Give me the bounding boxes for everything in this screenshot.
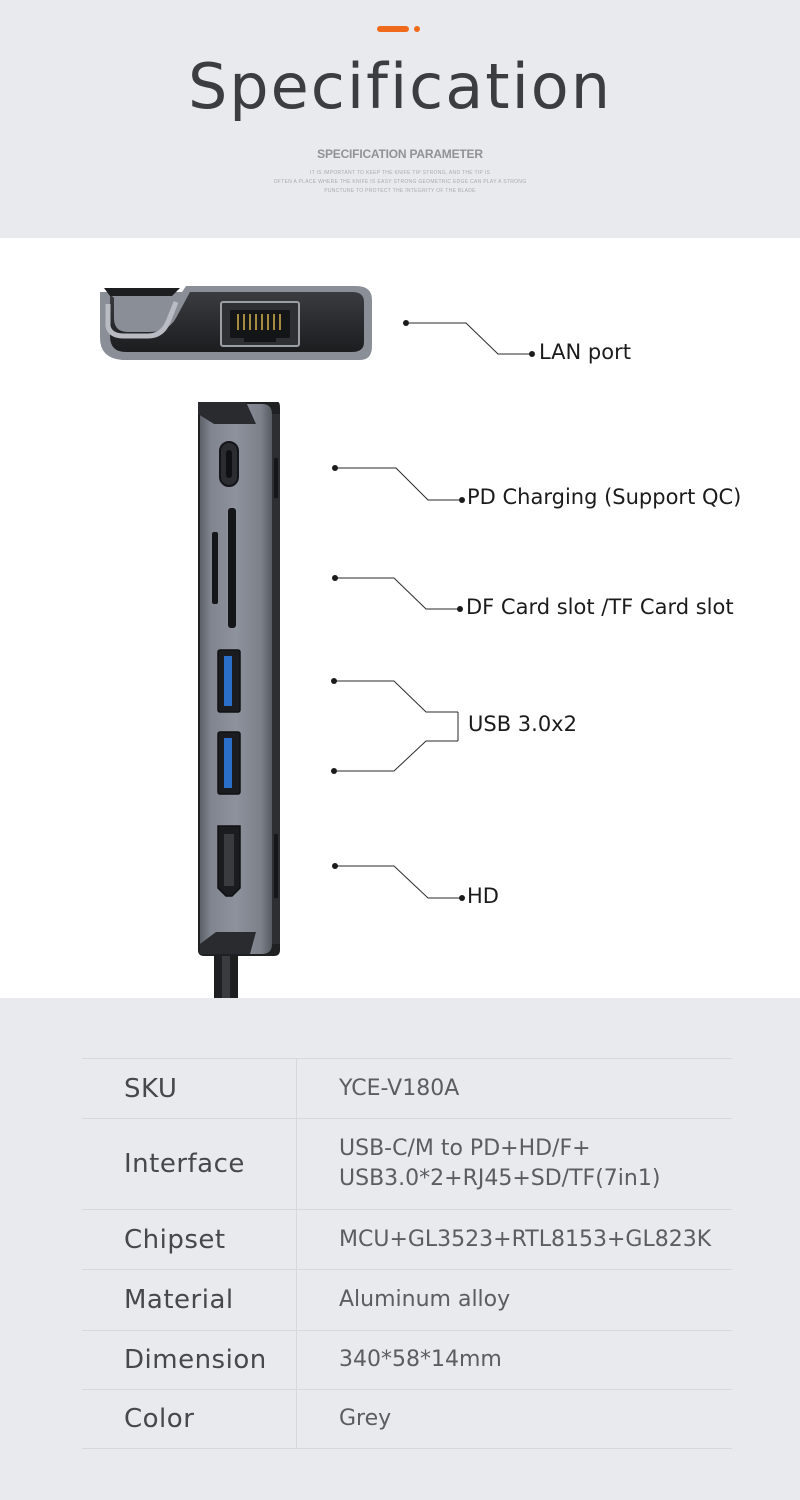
product-illustration-section: LAN port PD Charging (Support QC) DF Car… bbox=[0, 238, 800, 998]
leader-usb-2 bbox=[334, 740, 458, 772]
callout-usb: USB 3.0x2 bbox=[468, 712, 577, 736]
fine-print-line: PUNCTURE TO PROTECT THE INTEGRITY OF THE… bbox=[324, 188, 476, 194]
leader-hd bbox=[335, 865, 462, 899]
spec-value: Grey bbox=[339, 1406, 392, 1431]
hub-illustration bbox=[100, 286, 535, 998]
hub-side-view bbox=[198, 402, 280, 998]
spec-key: Interface bbox=[82, 1119, 297, 1209]
spec-row-chipset: Chipset MCU+GL3523+RTL8153+GL823K bbox=[82, 1209, 732, 1269]
spec-key: Color bbox=[82, 1390, 297, 1448]
spec-key: Dimension bbox=[82, 1331, 297, 1389]
callout-leaders bbox=[334, 322, 532, 899]
callout-dots bbox=[331, 320, 535, 901]
leader-pd bbox=[335, 467, 462, 501]
spec-value: YCE-V180A bbox=[339, 1075, 460, 1101]
accent-dot bbox=[414, 26, 420, 32]
header-section: Specification SPECIFICATION PARAMETER IT… bbox=[0, 0, 800, 238]
spec-key: SKU bbox=[82, 1059, 297, 1118]
leader-lan bbox=[406, 322, 532, 355]
spec-row-material: Material Aluminum alloy bbox=[82, 1269, 732, 1330]
spec-value: MCU+GL3523+RTL8153+GL823K bbox=[339, 1226, 712, 1252]
callout-hd: HD bbox=[467, 884, 499, 908]
hub-top-view bbox=[100, 286, 372, 360]
spec-value: USB-C/M to PD+HD/F+ USB3.0*2+RJ45+SD/TF(… bbox=[339, 1136, 661, 1191]
spec-row-interface: Interface USB-C/M to PD+HD/F+ USB3.0*2+R… bbox=[82, 1118, 732, 1209]
spec-value: Aluminum alloy bbox=[339, 1287, 511, 1312]
callout-pd-charging: PD Charging (Support QC) bbox=[467, 485, 742, 509]
fine-print-line: IT IS IMPORTANT TO KEEP THE KNIFE TIP ST… bbox=[309, 170, 491, 176]
page-title: Specification bbox=[187, 50, 613, 123]
spec-row-dimension: Dimension 340*58*14mm bbox=[82, 1330, 732, 1389]
fine-print-line: OFTEN A PLACE WHERE THE KNIFE IS EASY ST… bbox=[273, 179, 527, 185]
spec-key: Material bbox=[82, 1270, 297, 1330]
rj45-pins bbox=[237, 314, 281, 330]
spec-key: Chipset bbox=[82, 1210, 297, 1269]
spec-row-sku: SKU YCE-V180A bbox=[82, 1058, 732, 1118]
callout-card-slot: DF Card slot /TF Card slot bbox=[466, 595, 734, 619]
spec-table: SKU YCE-V180A Interface USB-C/M to PD+HD… bbox=[82, 1058, 732, 1449]
leader-card bbox=[335, 577, 460, 610]
accent-dash bbox=[377, 26, 409, 32]
spec-value: 340*58*14mm bbox=[339, 1347, 502, 1372]
page-subtitle: SPECIFICATION PARAMETER bbox=[317, 147, 483, 161]
leader-usb-1 bbox=[334, 680, 458, 713]
callout-lan-port: LAN port bbox=[539, 340, 631, 364]
spec-section: SKU YCE-V180A Interface USB-C/M to PD+HD… bbox=[0, 998, 800, 1500]
spec-row-color: Color Grey bbox=[82, 1389, 732, 1449]
